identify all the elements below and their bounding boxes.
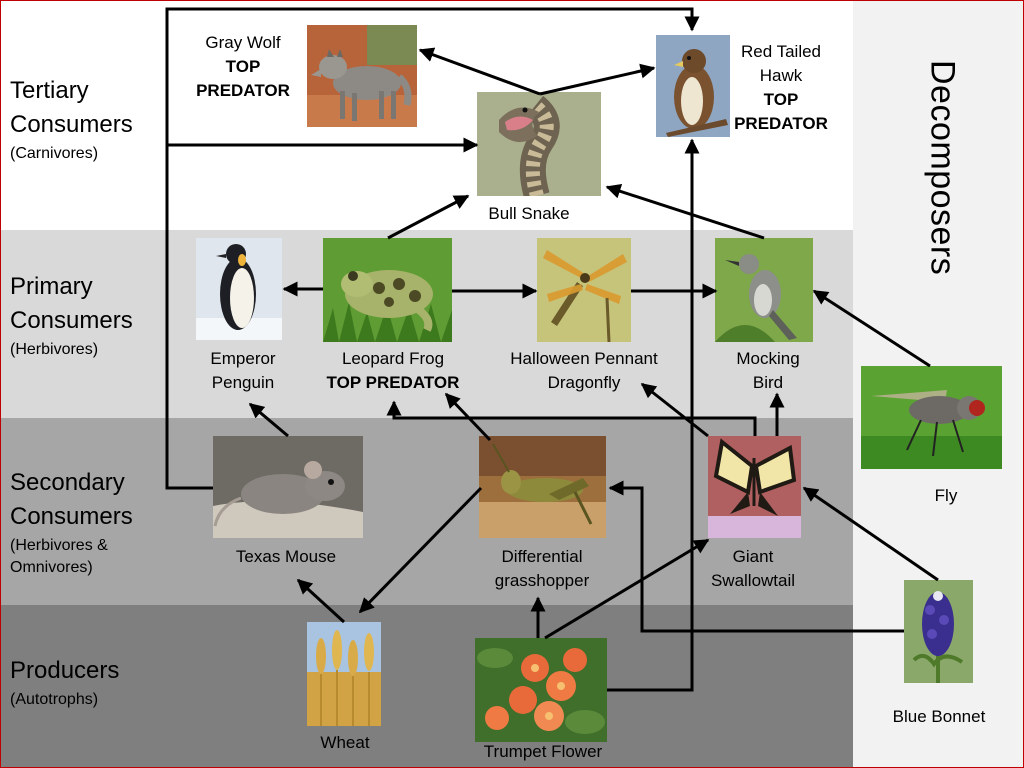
bull-snake-name: Bull Snake — [488, 204, 570, 223]
grasshopper-name-line2: grasshopper — [494, 571, 590, 590]
hawk-predator: PREDATOR — [734, 114, 828, 133]
secondary-subtitle-line1: (Herbivores & — [10, 537, 108, 554]
fly-image — [861, 366, 1002, 469]
primary-subtitle: (Herbivores) — [10, 341, 99, 358]
hawk-name-line1: Red Tailed — [740, 42, 822, 61]
bull-snake-caption: Bull Snake — [469, 202, 589, 226]
mocking-bird-name-line1: Mocking — [736, 349, 800, 368]
swallowtail-name-line2: Swallowtail — [710, 571, 796, 590]
trumpet-flower-name: Trumpet Flower — [483, 742, 603, 761]
frog-name: Leopard Frog — [341, 349, 445, 368]
tertiary-subtitle: (Carnivores) — [10, 145, 99, 162]
gray-wolf-predator: PREDATOR — [196, 81, 290, 100]
gray-wolf-top: TOP — [225, 57, 261, 76]
secondary-subtitle: (Herbivores & Omnivores) — [10, 535, 180, 579]
dragonfly-caption: Halloween Pennant Dragonfly — [494, 347, 674, 395]
texas-mouse-caption: Texas Mouse — [218, 545, 354, 569]
leopard-frog-caption: Leopard Frog TOP PREDATOR — [313, 347, 473, 395]
dragonfly-name-line2: Dragonfly — [547, 373, 621, 392]
trumpet-flower-image — [475, 638, 607, 742]
hawk-name-line2: Hawk — [759, 66, 803, 85]
red-tailed-hawk-caption: Red Tailed Hawk TOP PREDATOR — [730, 40, 832, 136]
hawk-top: TOP — [763, 90, 799, 109]
primary-title: Primary Consumers — [10, 270, 180, 338]
penguin-name-line2: Penguin — [211, 373, 275, 392]
mocking-bird-image — [715, 238, 813, 342]
secondary-title: Secondary Consumers — [10, 466, 180, 534]
wheat-name: Wheat — [320, 733, 370, 752]
blue-bonnet-caption: Blue Bonnet — [879, 705, 999, 729]
primary-title-line2: Consumers — [10, 307, 133, 334]
swallowtail-caption: Giant Swallowtail — [698, 545, 808, 593]
blue-bonnet-image — [904, 580, 973, 683]
mocking-bird-name-line2: Bird — [752, 373, 784, 392]
blue-bonnet-name: Blue Bonnet — [892, 707, 986, 726]
primary-title-line1: Primary — [10, 273, 93, 300]
swallowtail-name-line1: Giant — [732, 547, 774, 566]
tertiary-title-line2: Consumers — [10, 111, 133, 138]
grasshopper-caption: Differential grasshopper — [472, 545, 612, 593]
producers-subtitle: (Autotrophs) — [10, 691, 99, 708]
mocking-bird-caption: Mocking Bird — [718, 347, 818, 395]
tertiary-title: Tertiary Consumers — [10, 74, 180, 142]
fly-caption: Fly — [906, 484, 986, 508]
tertiary-title-line1: Tertiary — [10, 77, 89, 104]
gray-wolf-caption: Gray Wolf TOP PREDATOR — [183, 31, 303, 103]
gray-wolf-name: Gray Wolf — [205, 33, 281, 52]
secondary-title-line1: Secondary — [10, 469, 125, 496]
wheat-caption: Wheat — [300, 731, 390, 755]
dragonfly-name-line1: Halloween Pennant — [510, 349, 658, 368]
fly-name: Fly — [934, 486, 958, 505]
wheat-image — [307, 622, 381, 726]
secondary-subtitle-line2: Omnivores) — [10, 559, 93, 576]
frog-top-predator: TOP PREDATOR — [326, 373, 460, 392]
emperor-penguin-caption: Emperor Penguin — [183, 347, 303, 395]
producers-title: Producers — [10, 657, 120, 684]
texas-mouse-name: Texas Mouse — [235, 547, 337, 566]
decomposers-label: Decomposers — [923, 60, 962, 276]
trumpet-flower-caption: Trumpet Flower — [470, 740, 616, 764]
secondary-title-line2: Consumers — [10, 503, 133, 530]
penguin-name-line1: Emperor — [210, 349, 276, 368]
grasshopper-name-line1: Differential — [501, 547, 583, 566]
